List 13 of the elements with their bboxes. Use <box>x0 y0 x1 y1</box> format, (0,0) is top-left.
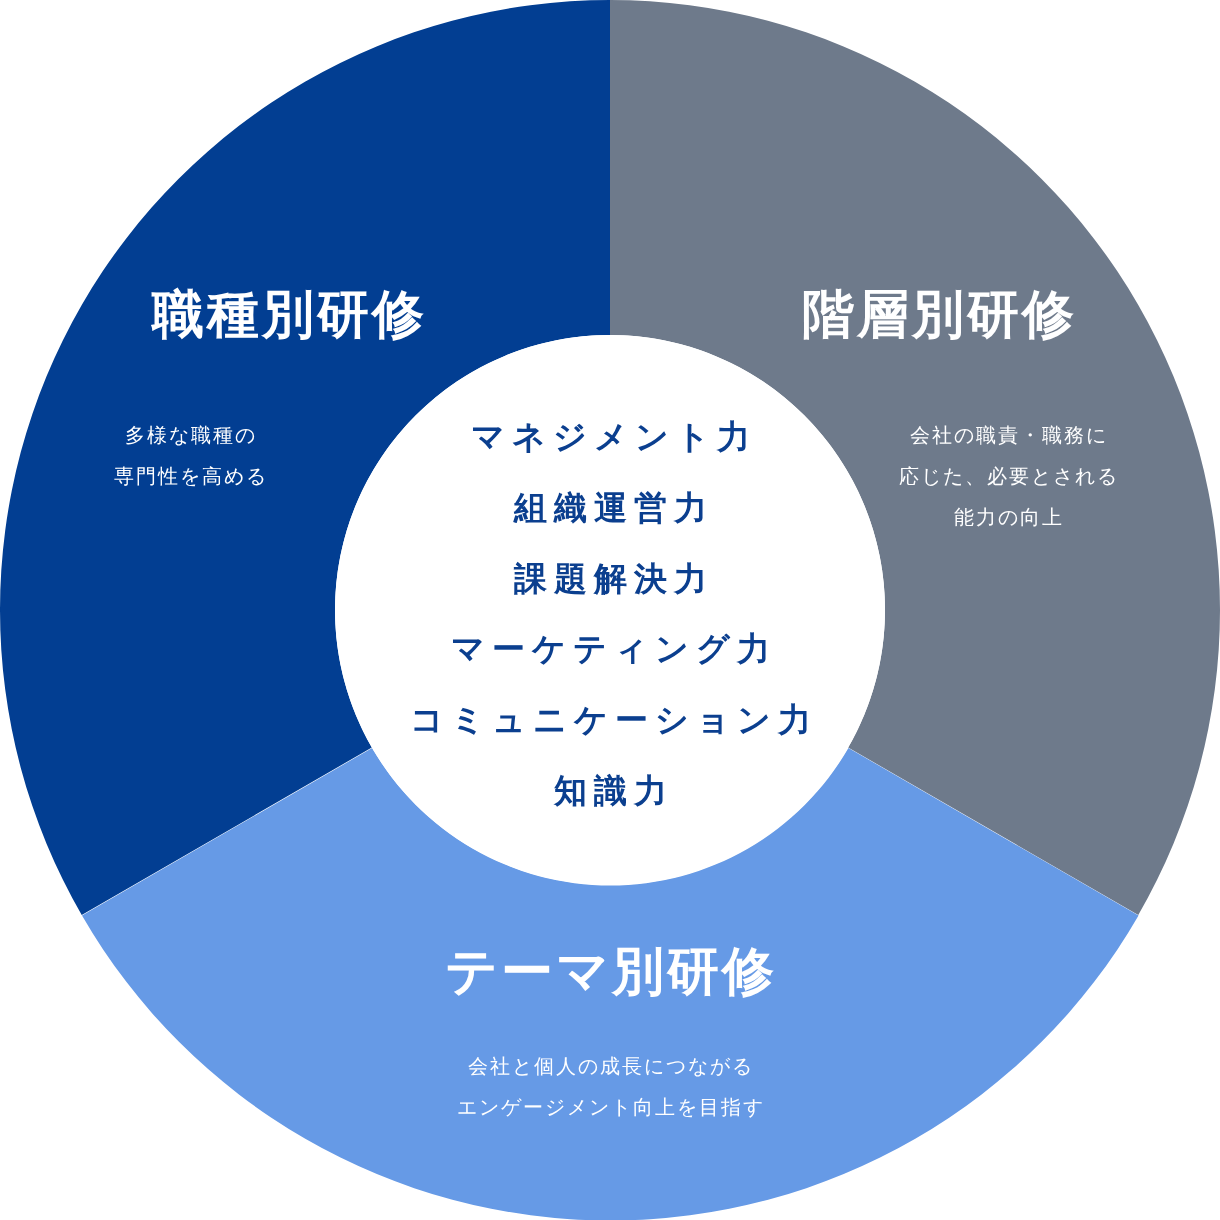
skill-label: コミュニケーション力 <box>408 700 818 740</box>
segment-description: 会社の職責・職務に応じた、必要とされる能力の向上 <box>898 421 1119 531</box>
segment-title: 階層別研修 <box>801 285 1077 345</box>
skill-label: マネジメント力 <box>469 417 757 457</box>
segment-title: テーマ別研修 <box>444 942 778 1002</box>
skill-label: 組織運営力 <box>512 487 714 528</box>
segment-description: 多様な職種の専門性を高める <box>113 421 268 490</box>
segment-description: 会社と個人の成長につながるエンゲージメント向上を目指す <box>456 1053 765 1121</box>
donut-segment <box>81 747 1139 1220</box>
skill-label: 課題解決力 <box>512 558 714 599</box>
segment-title: 職種別研修 <box>150 285 427 345</box>
skill-label: 知識力 <box>552 771 674 811</box>
skill-label: マーケティング力 <box>449 629 777 669</box>
